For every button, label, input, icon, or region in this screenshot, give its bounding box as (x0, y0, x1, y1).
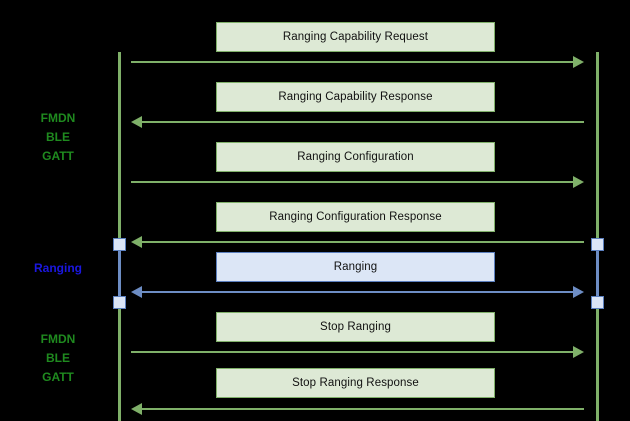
message-arrow-ranging-configuration (131, 176, 584, 188)
message-arrow-ranging-configuration-response (131, 236, 584, 248)
phase-label-line-1: FMDN (40, 332, 76, 346)
message-arrow-ranging-capability-response (131, 116, 584, 128)
arrow-shaft (140, 121, 584, 123)
phase-label-ranging: Ranging (10, 259, 106, 278)
arrow-head-left-icon (131, 286, 142, 298)
activation-end-left (113, 296, 126, 309)
message-box-stop-ranging: Stop Ranging (216, 312, 495, 342)
message-box-stop-ranging-response: Stop Ranging Response (216, 368, 495, 398)
activation-bar-right (596, 244, 599, 302)
arrow-head-right-icon (573, 176, 584, 188)
message-box-ranging: Ranging (216, 252, 495, 282)
arrow-head-right-icon (573, 286, 584, 298)
message-box-ranging-capability-response: Ranging Capability Response (216, 82, 495, 112)
message-box-ranging-configuration: Ranging Configuration (216, 142, 495, 172)
phase-label-line-2: BLE (46, 351, 70, 365)
arrow-shaft (140, 291, 575, 293)
message-arrow-stop-ranging-response (131, 403, 584, 415)
activation-bar-left (118, 244, 121, 302)
message-arrow-ranging-capability-request (131, 56, 584, 68)
phase-label-line-1: FMDN (40, 111, 76, 125)
activation-start-right (591, 238, 604, 251)
message-arrow-ranging-bidirectional (131, 286, 584, 298)
phase-label-fmdn-bottom: FMDN BLE GATT (10, 330, 106, 387)
phase-label-line-2: BLE (46, 130, 70, 144)
arrow-shaft (140, 408, 584, 410)
arrow-head-right-icon (573, 56, 584, 68)
message-box-ranging-capability-request: Ranging Capability Request (216, 22, 495, 52)
arrow-head-left-icon (131, 403, 142, 415)
arrow-shaft (131, 61, 575, 63)
arrow-head-right-icon (573, 346, 584, 358)
lifeline-right (596, 52, 599, 421)
lifeline-left (118, 52, 121, 421)
phase-label-line-3: GATT (42, 149, 74, 163)
arrow-head-left-icon (131, 236, 142, 248)
arrow-shaft (140, 241, 584, 243)
arrow-shaft (131, 351, 575, 353)
phase-label-line-3: GATT (42, 370, 74, 384)
phase-label-line-1: Ranging (34, 261, 82, 275)
message-arrow-stop-ranging (131, 346, 584, 358)
message-box-ranging-configuration-response: Ranging Configuration Response (216, 202, 495, 232)
activation-end-right (591, 296, 604, 309)
activation-start-left (113, 238, 126, 251)
phase-label-fmdn-top: FMDN BLE GATT (10, 109, 106, 166)
arrow-shaft (131, 181, 575, 183)
arrow-head-left-icon (131, 116, 142, 128)
